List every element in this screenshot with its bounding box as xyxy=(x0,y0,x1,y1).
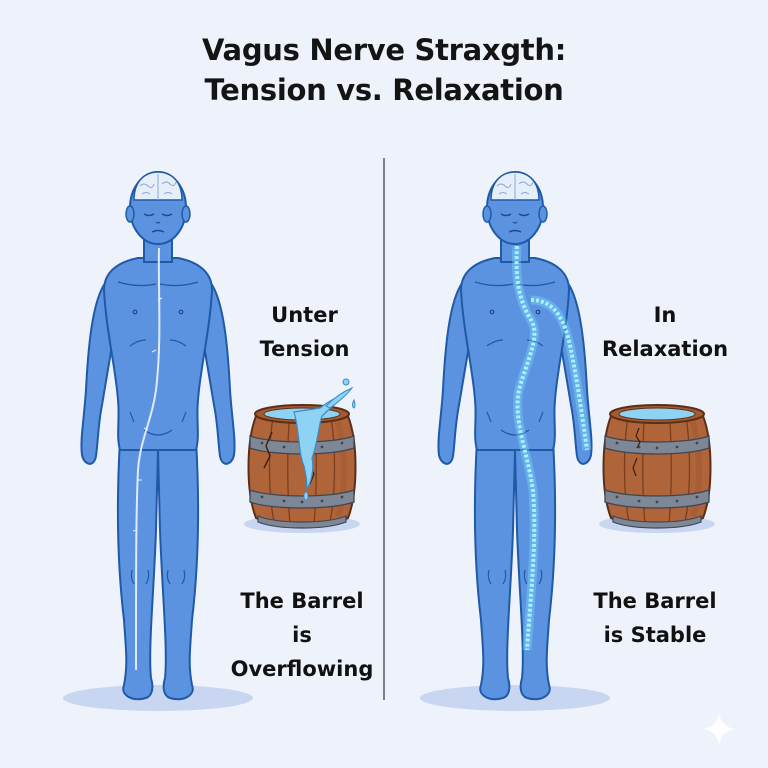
vagus-nerve-thin xyxy=(135,247,161,671)
panel-divider xyxy=(383,158,385,700)
body-figure-tension xyxy=(62,171,254,712)
title-line-2: Tension vs. Relaxation xyxy=(204,73,564,107)
caption-relaxation: The Barrel is Stable xyxy=(593,589,717,647)
page-title: Vagus Nerve Straxgth: Tension vs. Relaxa… xyxy=(0,30,768,110)
sparkle-icon xyxy=(702,712,736,746)
vagus-nerve-glowing xyxy=(512,245,592,651)
barrel-stable xyxy=(597,392,717,537)
body-figure-relaxation xyxy=(419,171,611,712)
heading-relaxation: In Relaxation xyxy=(601,303,729,361)
caption-tension: The Barrel is Overflowing xyxy=(230,589,374,681)
barrel-overflowing xyxy=(242,378,362,537)
title-line-1: Vagus Nerve Straxgth: xyxy=(202,33,566,67)
heading-tension: Unter Tension xyxy=(259,303,350,361)
